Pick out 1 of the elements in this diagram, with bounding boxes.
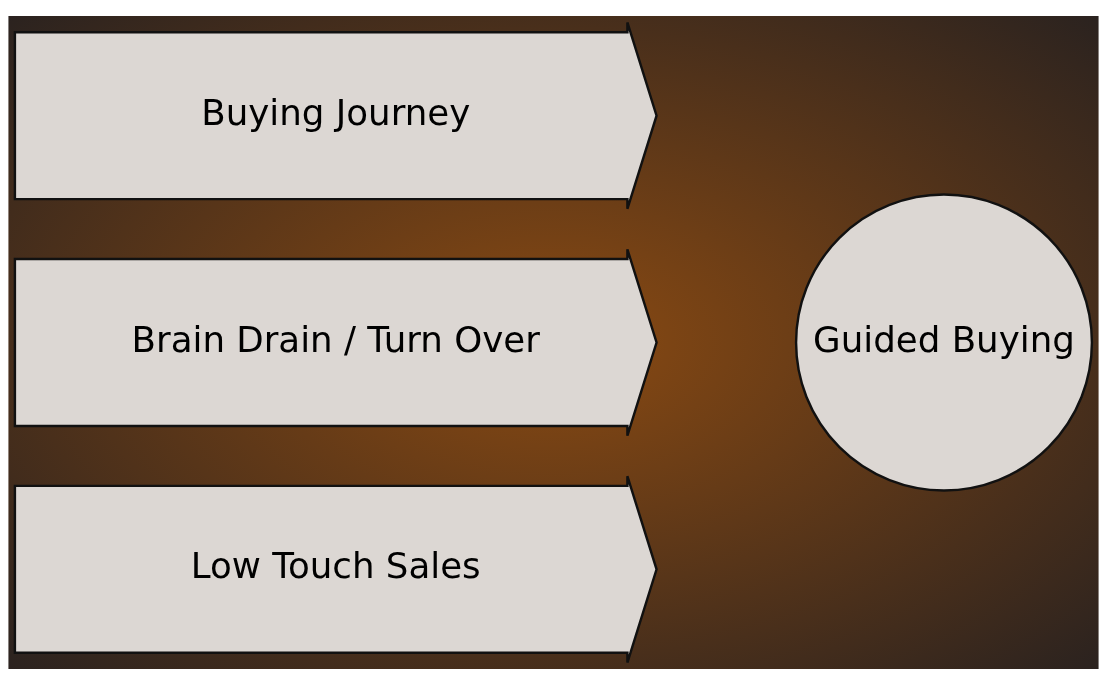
node-circle: Guided Buying <box>794 192 1094 492</box>
